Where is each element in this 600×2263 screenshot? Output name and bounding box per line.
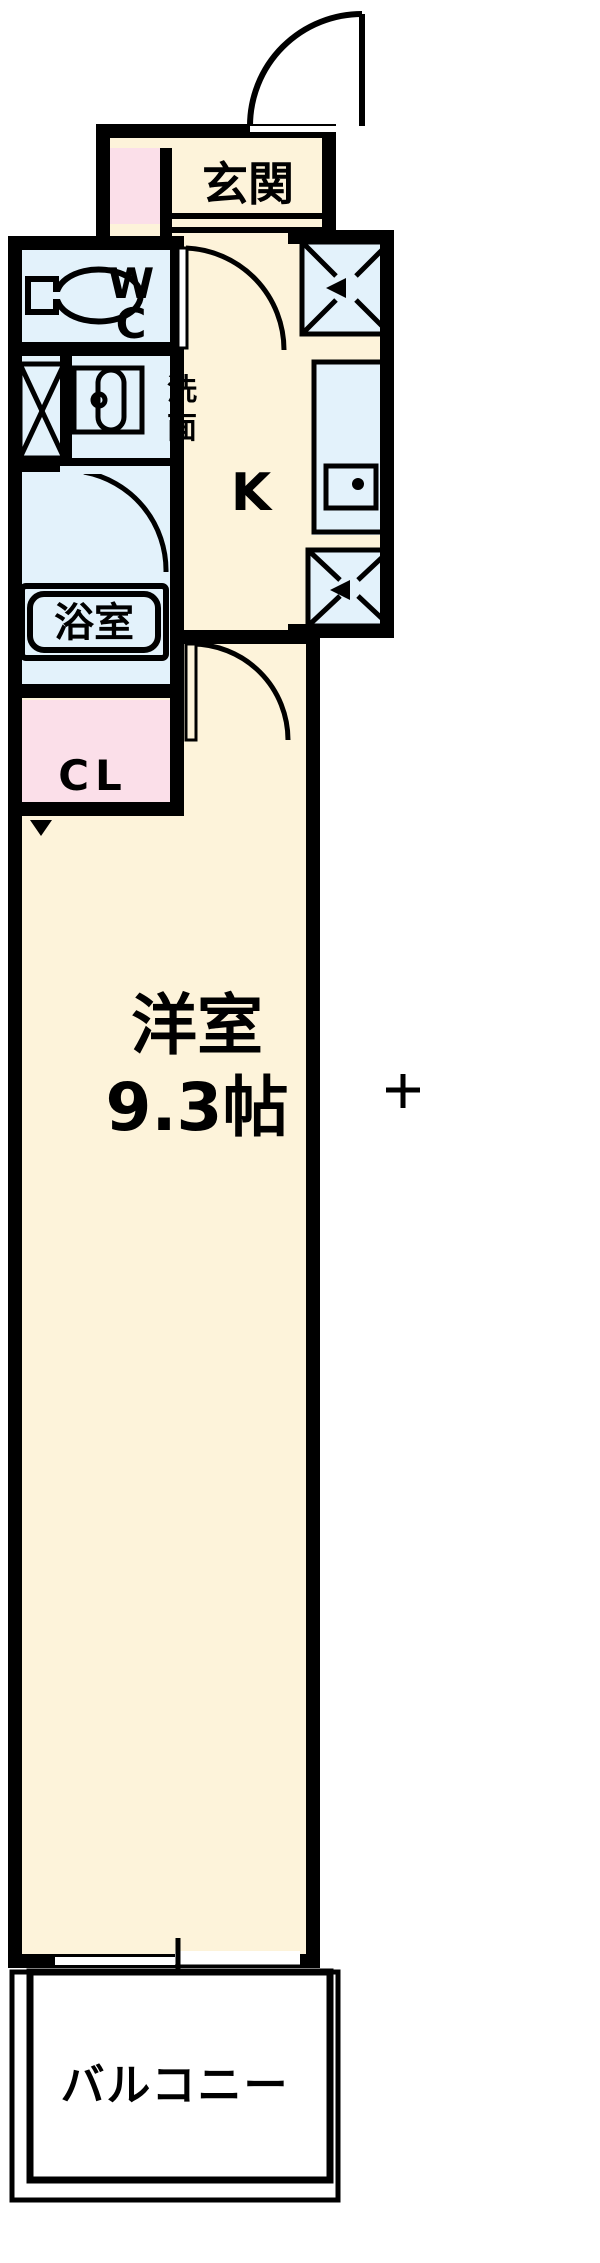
windows <box>55 213 393 1965</box>
balcony-area <box>9 1968 341 2203</box>
closet-fill <box>12 700 180 808</box>
window-upper-right <box>299 239 393 337</box>
vanity-faucet <box>90 391 108 409</box>
label-senmen-line2: 面 <box>167 411 197 446</box>
window-upper-frame <box>299 239 393 337</box>
window-lower-d2 <box>356 548 392 582</box>
label-kitchen: K <box>231 463 273 523</box>
window-lower-frame <box>305 547 393 629</box>
doors <box>60 11 365 742</box>
wall-wc-top <box>8 236 184 250</box>
wc-fill <box>20 240 180 350</box>
vanity-sink-fixture <box>71 365 145 435</box>
window-lower-arrow <box>330 580 350 600</box>
label-yoshitsu: 洋室 <box>131 987 263 1064</box>
wall-genkan-left <box>96 124 110 240</box>
shoe-closet-fill <box>104 148 170 224</box>
label-balcony: バルコニー <box>60 2060 289 2111</box>
room-labels: 玄関 W C 洗 面 浴室 CL K 洋室 9.3帖 バルコニー <box>54 157 294 2111</box>
toilet-fixture <box>25 266 144 325</box>
wall-genkan-right <box>322 124 336 236</box>
window-upper-d4 <box>354 298 392 336</box>
wall-room-right <box>306 806 320 1968</box>
wc-door-leaf <box>176 246 189 350</box>
washing-machine-box <box>17 361 67 461</box>
label-closet: CL <box>58 751 128 800</box>
bathtub-outer <box>19 583 169 661</box>
toilet-outline <box>25 266 144 325</box>
wall-closet-right <box>170 698 184 810</box>
bathtub-inner <box>27 591 161 653</box>
window-upper-d2 <box>354 240 392 278</box>
room-door-arc <box>191 641 291 741</box>
vanity-basin <box>95 367 127 433</box>
window-lower-d1 <box>306 548 342 582</box>
dim-arrow-closet <box>30 820 52 836</box>
bathtub-fixture <box>19 583 169 661</box>
wall-left-lower <box>8 800 22 1968</box>
washing-machine-space <box>17 361 67 461</box>
washing-machine-x2 <box>17 362 67 460</box>
bath-door-opening <box>60 466 170 474</box>
wall-bath-bottom <box>8 684 184 698</box>
balcony-inner-outline <box>26 1968 334 2184</box>
window-lower-right <box>305 547 393 629</box>
room-door-leaf <box>184 642 198 742</box>
window-upper-arrow <box>326 278 346 298</box>
wall-bath-right <box>170 470 184 692</box>
wall-closet-bottom <box>8 802 184 816</box>
window-lower-d4 <box>356 594 392 628</box>
kitchen-counter-fixture <box>311 359 391 535</box>
kitchen-sink-basin <box>323 463 379 511</box>
entrance-door-opening <box>250 126 336 132</box>
wall-left-upper <box>8 236 22 816</box>
window-upper-d3 <box>300 298 338 336</box>
wc-door-arc <box>185 245 287 351</box>
wall-hall-top <box>184 630 320 644</box>
fixtures <box>17 266 391 661</box>
window-lower-d3 <box>306 594 342 628</box>
bath-door-arc <box>83 469 169 573</box>
wall-shoecloset-right <box>160 148 172 240</box>
wall-wc-bottom <box>8 342 184 356</box>
label-yoshitsu-size: 9.3帖 <box>106 1069 289 1146</box>
label-wc-line2: C <box>116 299 147 348</box>
label-yokushitsu: 浴室 <box>54 600 134 646</box>
kitchen-counter-outline <box>311 359 391 535</box>
main-room-fill <box>20 810 320 1960</box>
label-genkan: 玄関 <box>202 157 294 211</box>
entrance-door-arc <box>247 11 363 127</box>
label-wc-line1: W <box>108 259 154 308</box>
wall-hall-right <box>306 630 320 820</box>
window-upper-d1 <box>300 240 338 278</box>
bathroom-fill <box>12 470 180 690</box>
kitchen-faucet <box>352 478 364 490</box>
wall-washroom-right <box>170 356 184 464</box>
label-senmen-line1: 洗 <box>167 373 197 408</box>
hall-fill <box>190 630 320 820</box>
